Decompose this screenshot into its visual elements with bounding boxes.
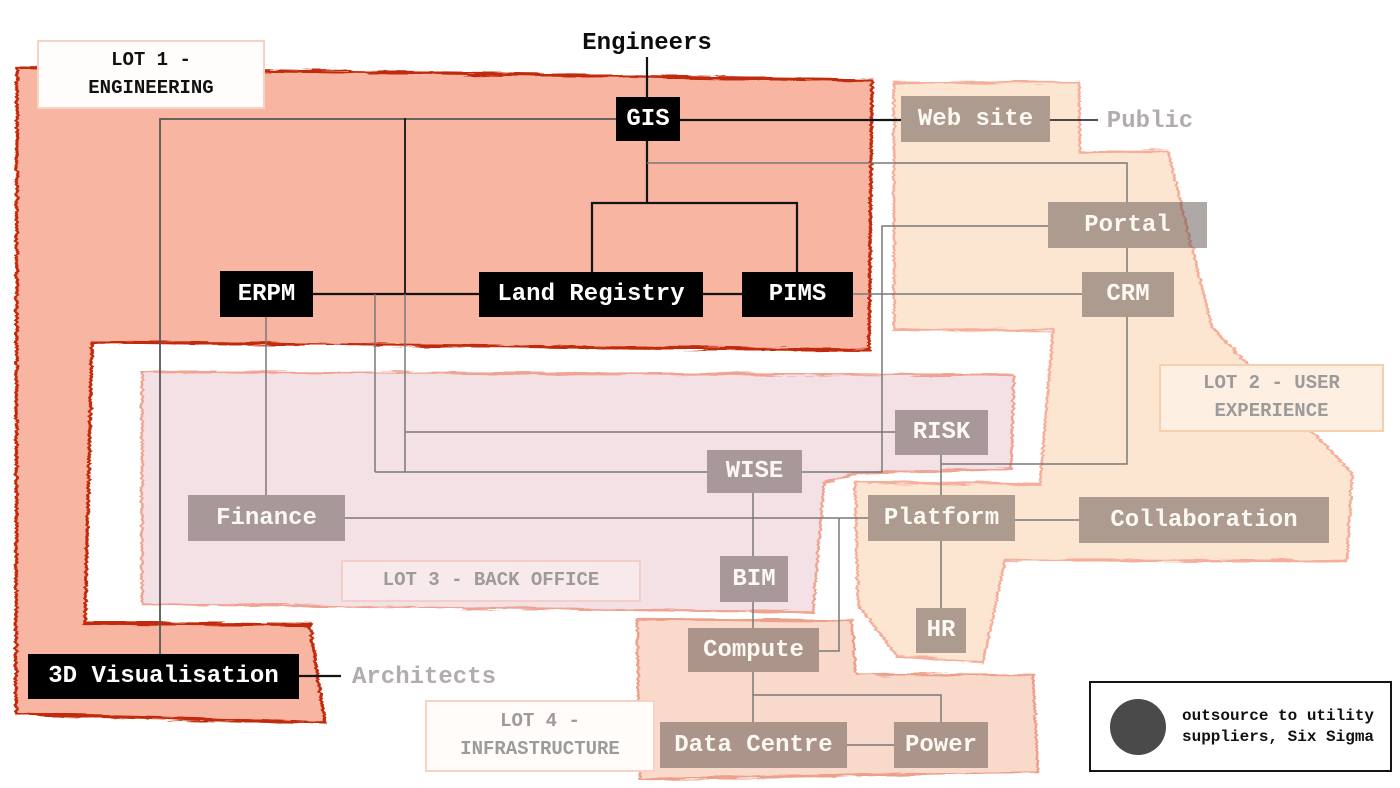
lot4-region: [635, 617, 1040, 781]
lot4-label-line2: INFRASTRUCTURE: [460, 738, 620, 760]
lot3-label-line1: LOT 3 - BACK OFFICE: [382, 569, 600, 592]
public-label: Public: [1106, 108, 1194, 135]
node-hr: HR: [916, 608, 966, 653]
node-power: Power: [894, 722, 988, 768]
lot2-label-line1: LOT 2 - USER: [1203, 372, 1340, 395]
lot1-region: [14, 65, 874, 725]
legend-text: outsource to utility suppliers, Six Sigm…: [1182, 706, 1374, 748]
legend-text-line1: outsource to utility: [1182, 706, 1375, 725]
node-platform: Platform: [868, 495, 1015, 541]
node-wise: WISE: [707, 450, 802, 493]
node-pims: PIMS: [742, 272, 853, 317]
legend: outsource to utility suppliers, Six Sigm…: [1089, 681, 1392, 772]
lot4-infrastructure-label: LOT 4 - INFRASTRUCTURE: [425, 700, 655, 772]
node-crm: CRM: [1082, 272, 1174, 317]
lot2-label-line2: EXPERIENCE: [1214, 400, 1329, 422]
node-website: Web site: [901, 96, 1050, 142]
node-gis: GIS: [616, 97, 680, 141]
connector-gis-portal: [647, 162, 1128, 202]
connector-gis-bracket: [590, 201, 799, 272]
node-erpm: ERPM: [220, 271, 313, 317]
node-data-centre: Data Centre: [660, 722, 847, 768]
lot1-label-line1: LOT 1 -: [111, 48, 191, 71]
lot3-back-office-label: LOT 3 - BACK OFFICE: [341, 560, 641, 602]
outsource-circle-icon: [1110, 698, 1166, 755]
lot1-engineering-label: LOT 1 - ENGINEERING: [37, 40, 265, 109]
node-bim: BIM: [720, 556, 788, 602]
connector-compute-power: [753, 694, 942, 722]
connector-gis-left-drop: [159, 118, 616, 654]
lot2-user-experience-label: LOT 2 - USER EXPERIENCE: [1159, 364, 1384, 432]
lot4-label-line1: LOT 4 -: [500, 710, 580, 733]
node-portal: Portal: [1048, 202, 1207, 248]
connector-wise-portal: [802, 225, 1048, 473]
node-compute: Compute: [688, 628, 819, 672]
node-land-registry: Land Registry: [479, 272, 703, 317]
architects-label: Architects: [351, 664, 497, 691]
node-risk: RISK: [895, 410, 988, 455]
engineers-label: Engineers: [582, 30, 712, 57]
connector-branch-compute: [819, 518, 840, 652]
node-collaboration: Collaboration: [1079, 497, 1329, 543]
legend-text-line2: suppliers, Six Sigma: [1182, 727, 1375, 746]
lot2-region: [853, 80, 1354, 665]
node-viz-3d: 3D Visualisation: [28, 654, 299, 699]
connector-crm-junction: [941, 317, 1128, 465]
node-finance: Finance: [188, 495, 345, 541]
lot1-label-line2: ENGINEERING: [88, 76, 214, 99]
